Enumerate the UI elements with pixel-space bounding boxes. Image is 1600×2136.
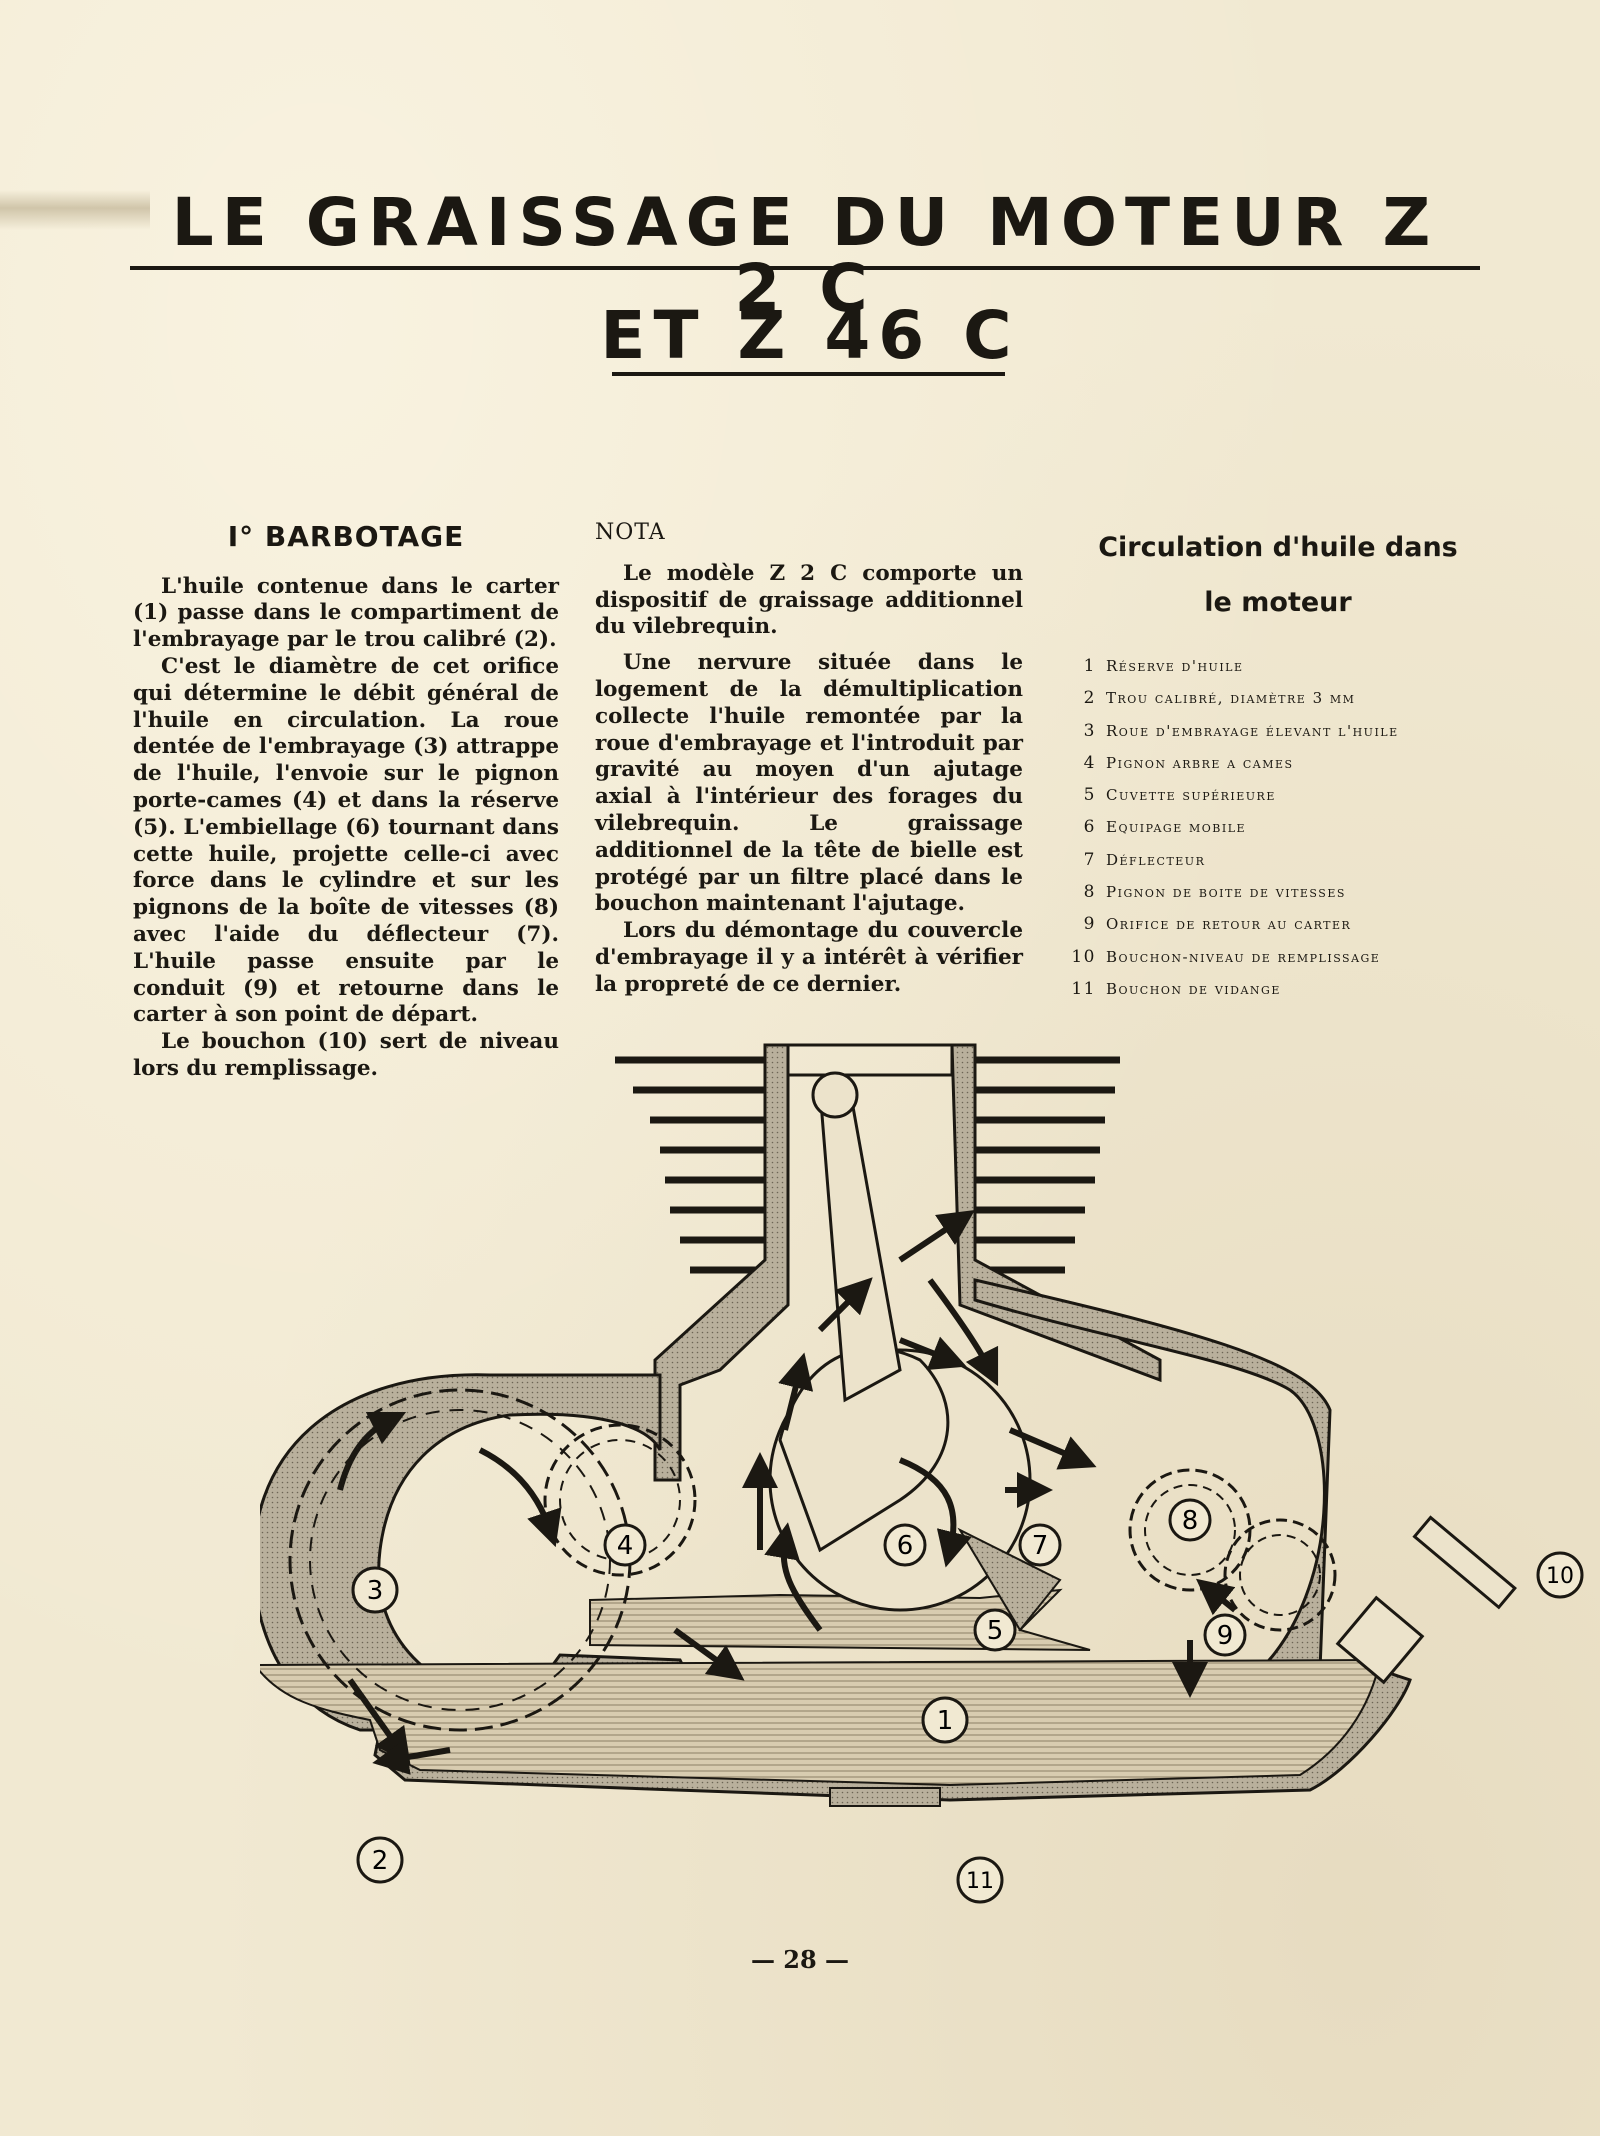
- page-title-line1: LE GRAISSAGE DU MOTEUR Z 2 C: [171, 184, 1439, 327]
- svg-text:9: 9: [1217, 1621, 1234, 1651]
- callout-3: 3: [351, 1566, 399, 1614]
- legend-heading-line2: le moteur: [1204, 587, 1352, 618]
- callout-1: 1: [921, 1696, 969, 1744]
- svg-text:11: 11: [966, 1869, 994, 1894]
- oil-flow-arrows: [337, 1210, 1237, 1775]
- paragraph: Lors du démontage du couvercle d'embraya…: [595, 918, 1023, 997]
- diagram-callouts: 1 2 3 4 5 6 7 8 9 10 11: [351, 1498, 1584, 1904]
- callout-2: 2: [356, 1836, 404, 1884]
- paragraph: Le modèle Z 2 C comporte un dispositif d…: [595, 560, 1023, 640]
- page-title-line2: ET Z 46 C: [600, 297, 1020, 374]
- engine-lubrication-diagram: 1 2 3 4 5 6 7 8 9 10 11: [260, 1043, 1584, 1904]
- callout-10: 10: [1536, 1551, 1584, 1599]
- oil-reservoir: [260, 1658, 1382, 1787]
- paragraph: C'est le diamètre de cet orifice qui dét…: [133, 653, 559, 1028]
- callout-8: 8: [1168, 1498, 1212, 1542]
- callout-5: 5: [973, 1608, 1017, 1652]
- svg-text:6: 6: [897, 1531, 914, 1561]
- paper-tear-mark: [0, 190, 150, 230]
- svg-text:8: 8: [1182, 1506, 1199, 1536]
- svg-text:10: 10: [1546, 1564, 1574, 1589]
- callout-7: 7: [1018, 1523, 1062, 1567]
- gearbox-pinions: [1128, 1468, 1337, 1632]
- filler-plug: [1335, 1515, 1517, 1685]
- section-heading-nota: NOTA: [595, 520, 666, 545]
- column-nota: NOTA Le modèle Z 2 C comporte un disposi…: [595, 520, 1023, 999]
- svg-text:1: 1: [937, 1706, 954, 1736]
- paragraph: L'huile contenue dans le carter (1) pass…: [133, 573, 559, 653]
- page-number: — 28 —: [750, 1945, 850, 1974]
- callout-4: 4: [603, 1523, 647, 1567]
- cylinder-fins: [615, 1056, 1120, 1274]
- legend-heading-line1: Circulation d'huile dans: [1098, 532, 1458, 563]
- title-underline-1: [130, 266, 1480, 270]
- section-heading-barbotage: I° BARBOTAGE: [227, 520, 465, 553]
- column-barbotage: I° BARBOTAGE L'huile contenue dans le ca…: [133, 520, 559, 1083]
- paragraph: Une nervure située dans le logement de l…: [595, 650, 1023, 917]
- callout-11: 11: [956, 1856, 1004, 1904]
- svg-text:7: 7: [1032, 1531, 1049, 1561]
- drain-plug: [829, 1787, 941, 1807]
- callout-9: 9: [1203, 1613, 1247, 1657]
- svg-text:2: 2: [372, 1846, 389, 1876]
- deflector: [957, 1527, 1062, 1632]
- svg-text:3: 3: [367, 1576, 384, 1606]
- svg-text:5: 5: [987, 1616, 1004, 1646]
- upper-cuvette: [589, 1588, 1091, 1651]
- svg-text:4: 4: [617, 1531, 634, 1561]
- callout-6: 6: [883, 1523, 927, 1567]
- paragraph: Le bouchon (10) sert de niveau lors du r…: [133, 1029, 559, 1081]
- title-underline-2: [612, 372, 1005, 376]
